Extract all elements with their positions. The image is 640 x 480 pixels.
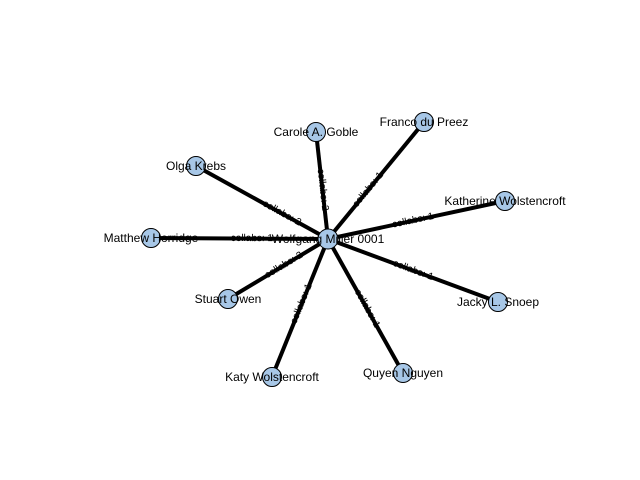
edge-label-olga: collabs: 2: [261, 198, 304, 228]
node-label-stuart: Stuart Owen: [195, 292, 262, 306]
node-matthew[interactable]: [141, 228, 161, 248]
edge-label-stuart: collabs: 2: [263, 250, 305, 281]
node-franco[interactable]: [414, 112, 434, 132]
node-label-olga: Olga Krebs: [166, 159, 226, 173]
edge-label-carole: collabs: 2: [315, 168, 331, 212]
node-label-katherine: Katherine Wolstencroft: [444, 194, 566, 208]
edge-label-katherine: collabs: 1: [391, 211, 435, 231]
node-olga[interactable]: [186, 156, 206, 176]
node-carole[interactable]: [306, 122, 326, 142]
node-quyen[interactable]: [393, 363, 413, 383]
edge-quyen: [326, 238, 405, 374]
edge-katy: [270, 238, 330, 378]
node-label-quyen: Quyen Nguyen: [363, 366, 443, 380]
edge-label-quyen: collabs: 1: [352, 288, 382, 331]
edge-matthew: [150, 236, 329, 241]
node-label-katy: Katy Wolstencroft: [225, 370, 319, 384]
edges-layer: [150, 120, 506, 378]
node-label-carole: Carole A. Goble: [274, 125, 359, 139]
nodes-layer: [141, 112, 515, 387]
edge-jacky: [327, 237, 499, 304]
edge-olga: [195, 164, 329, 241]
node-label-franco: Franco du Preez: [380, 115, 469, 129]
node-katy[interactable]: [262, 367, 282, 387]
edge-label-matthew: collabs: 1: [231, 233, 274, 244]
edge-label-katy: collabs: 1: [289, 282, 315, 326]
node-center[interactable]: [317, 228, 339, 250]
edge-katherine: [327, 199, 506, 241]
node-stuart[interactable]: [218, 289, 238, 309]
node-jacky[interactable]: [488, 292, 508, 312]
node-label-center: Wolfgang Miller 0001: [272, 232, 385, 246]
node-label-jacky: Jacky L. Snoep: [457, 295, 539, 309]
node-katherine[interactable]: [495, 191, 515, 211]
edge-carole: [314, 131, 330, 240]
edge-label-franco: collabs: 1: [351, 170, 387, 210]
edge-franco: [326, 120, 426, 241]
edge-label-jacky: collabs: 1: [391, 258, 435, 283]
edge-stuart: [226, 237, 330, 301]
node-label-matthew: Matthew Horridge: [104, 231, 199, 245]
